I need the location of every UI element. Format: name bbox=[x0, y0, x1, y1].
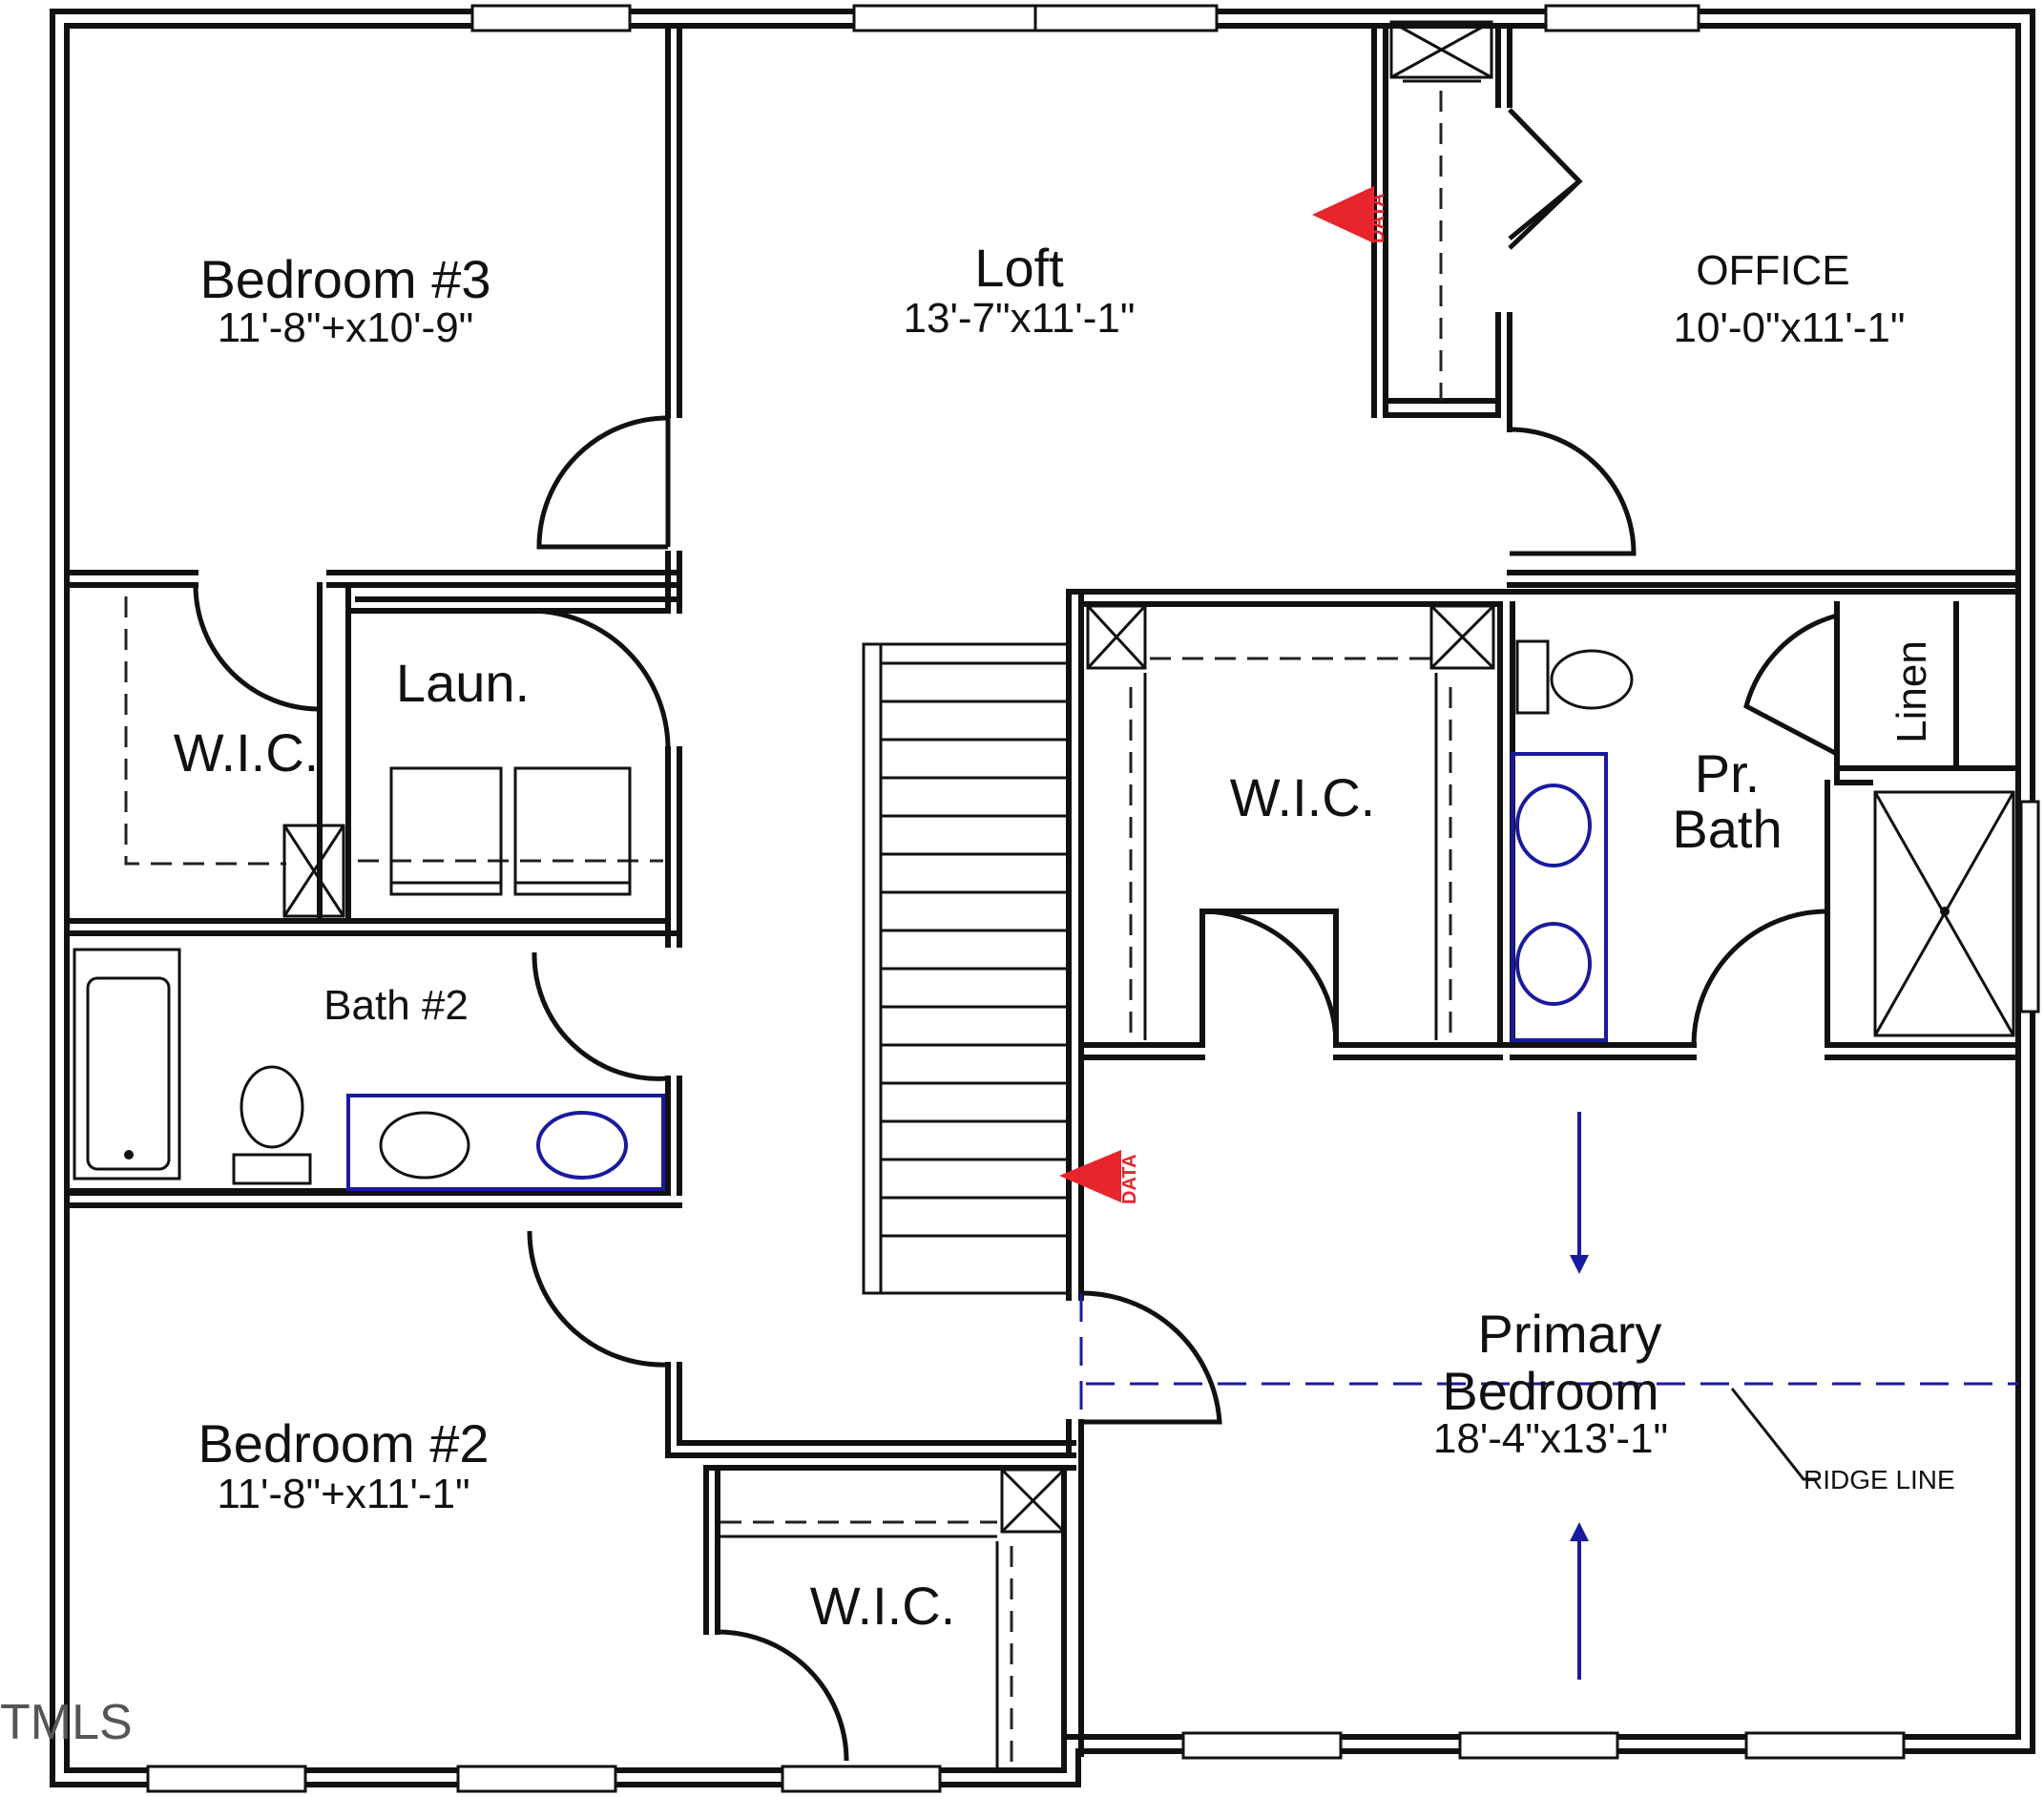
staircase bbox=[862, 642, 1071, 1295]
loft-label: Loft bbox=[974, 238, 1064, 298]
watermark: TMLS bbox=[0, 1695, 133, 1750]
bedroom3-dim: 11'-8"+x10'-9" bbox=[218, 304, 474, 351]
bath2-label: Bath #2 bbox=[323, 982, 469, 1029]
bedroom2-dim: 11'-8"+x11'-1" bbox=[217, 1471, 469, 1517]
windows bbox=[146, 4, 2040, 1793]
laundry-machines bbox=[389, 766, 632, 896]
pr-bath-label-2: Bath bbox=[1672, 799, 1782, 859]
data-marker-stairs: DATA bbox=[1059, 1150, 1140, 1204]
wic-left-label: W.I.C. bbox=[174, 722, 319, 783]
svg-text:DATA: DATA bbox=[1367, 193, 1388, 243]
bedroom3-label: Bedroom #3 bbox=[199, 249, 490, 309]
loft-dim: 13'-7"x11'-1" bbox=[904, 295, 1136, 342]
primary-dim: 18'-4"x13'-1" bbox=[1433, 1415, 1668, 1462]
linen-label: Linen bbox=[1888, 640, 1935, 743]
ridge-line-label: RIDGE LINE bbox=[1804, 1465, 1955, 1494]
wic-center-label: W.I.C. bbox=[1230, 767, 1375, 827]
room-labels: Bedroom #3 11'-8"+x10'-9" Loft 13'-7"x11… bbox=[0, 238, 1955, 1750]
attic-access-boxes bbox=[282, 20, 1495, 1534]
bath2-fixtures bbox=[73, 948, 665, 1191]
data-marker-top: DATA bbox=[1312, 186, 1388, 243]
office-dim: 10'-0"x11'-1" bbox=[1674, 304, 1906, 351]
wic-bottom-label: W.I.C. bbox=[810, 1576, 955, 1636]
svg-text:DATA: DATA bbox=[1119, 1154, 1140, 1204]
closet-shelves bbox=[124, 79, 1481, 1770]
pr-bath-label-1: Pr. bbox=[1695, 743, 1760, 804]
door-swings bbox=[193, 108, 1839, 1762]
interior-walls bbox=[64, 23, 2021, 1773]
bedroom2-label: Bedroom #2 bbox=[198, 1413, 489, 1473]
office-label: OFFICE bbox=[1696, 247, 1849, 294]
primary-bath-fixtures bbox=[1511, 639, 2015, 1042]
ridge-line bbox=[1079, 1112, 2018, 1680]
primary-label-2: Bedroom bbox=[1442, 1361, 1658, 1421]
primary-label-1: Primary bbox=[1478, 1304, 1662, 1364]
laundry-label: Laun. bbox=[396, 653, 530, 713]
